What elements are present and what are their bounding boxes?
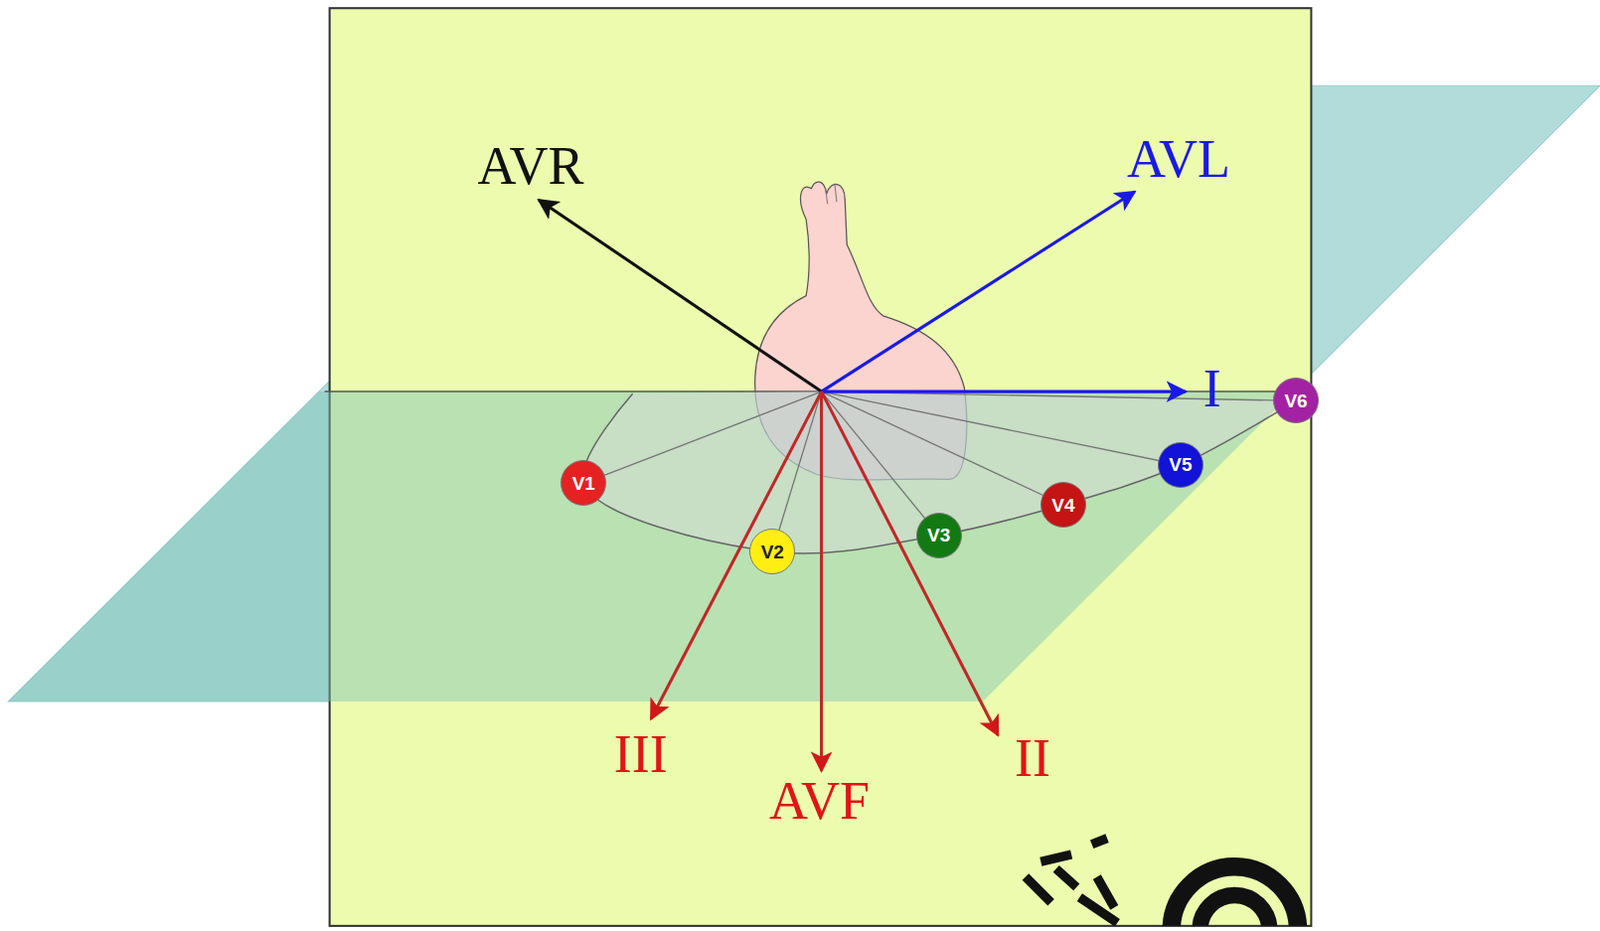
lead-iii-axis: [650, 391, 821, 719]
electrode-name: V4: [1051, 495, 1075, 515]
chest-ring-line: [582, 393, 1296, 554]
lead-label: AVR: [477, 139, 584, 193]
electrode-name: V5: [1168, 455, 1192, 475]
chest-area: [582, 391, 1296, 554]
lead-label: I: [1203, 361, 1222, 416]
electrode-circle: V4: [1040, 481, 1087, 528]
electrode-spoke: [821, 391, 1296, 401]
plane-overlap: [7, 391, 1600, 702]
lead-label: AVF: [769, 774, 870, 828]
avf-axis: [819, 391, 823, 772]
lead-label: III: [614, 727, 668, 782]
electrode-name: V6: [1283, 391, 1307, 411]
avr-axis: [538, 199, 821, 392]
electrode-spoke: [821, 391, 940, 536]
electrode-name: V1: [572, 474, 596, 493]
chest-ring: [582, 391, 1296, 554]
avl-axis: [821, 191, 1135, 392]
lead-label: AVL: [1126, 132, 1231, 186]
electrode-name: V3: [927, 525, 951, 545]
electrode-circle: V3: [916, 512, 962, 559]
electrode-spoke: [821, 391, 1064, 505]
electrode-spoke: [583, 391, 821, 483]
lead-ii-axis: [821, 391, 999, 736]
electrode-spoke: [821, 391, 1181, 466]
electrode-name: V2: [761, 542, 785, 562]
lead-label: II: [1014, 731, 1051, 786]
electrode-circle: V5: [1157, 442, 1204, 488]
lead-i-axis: [821, 390, 1187, 394]
heart-vessels: [825, 183, 837, 205]
limb-lead-axes: [538, 191, 1186, 772]
watermark-logo: [1025, 838, 1298, 927]
